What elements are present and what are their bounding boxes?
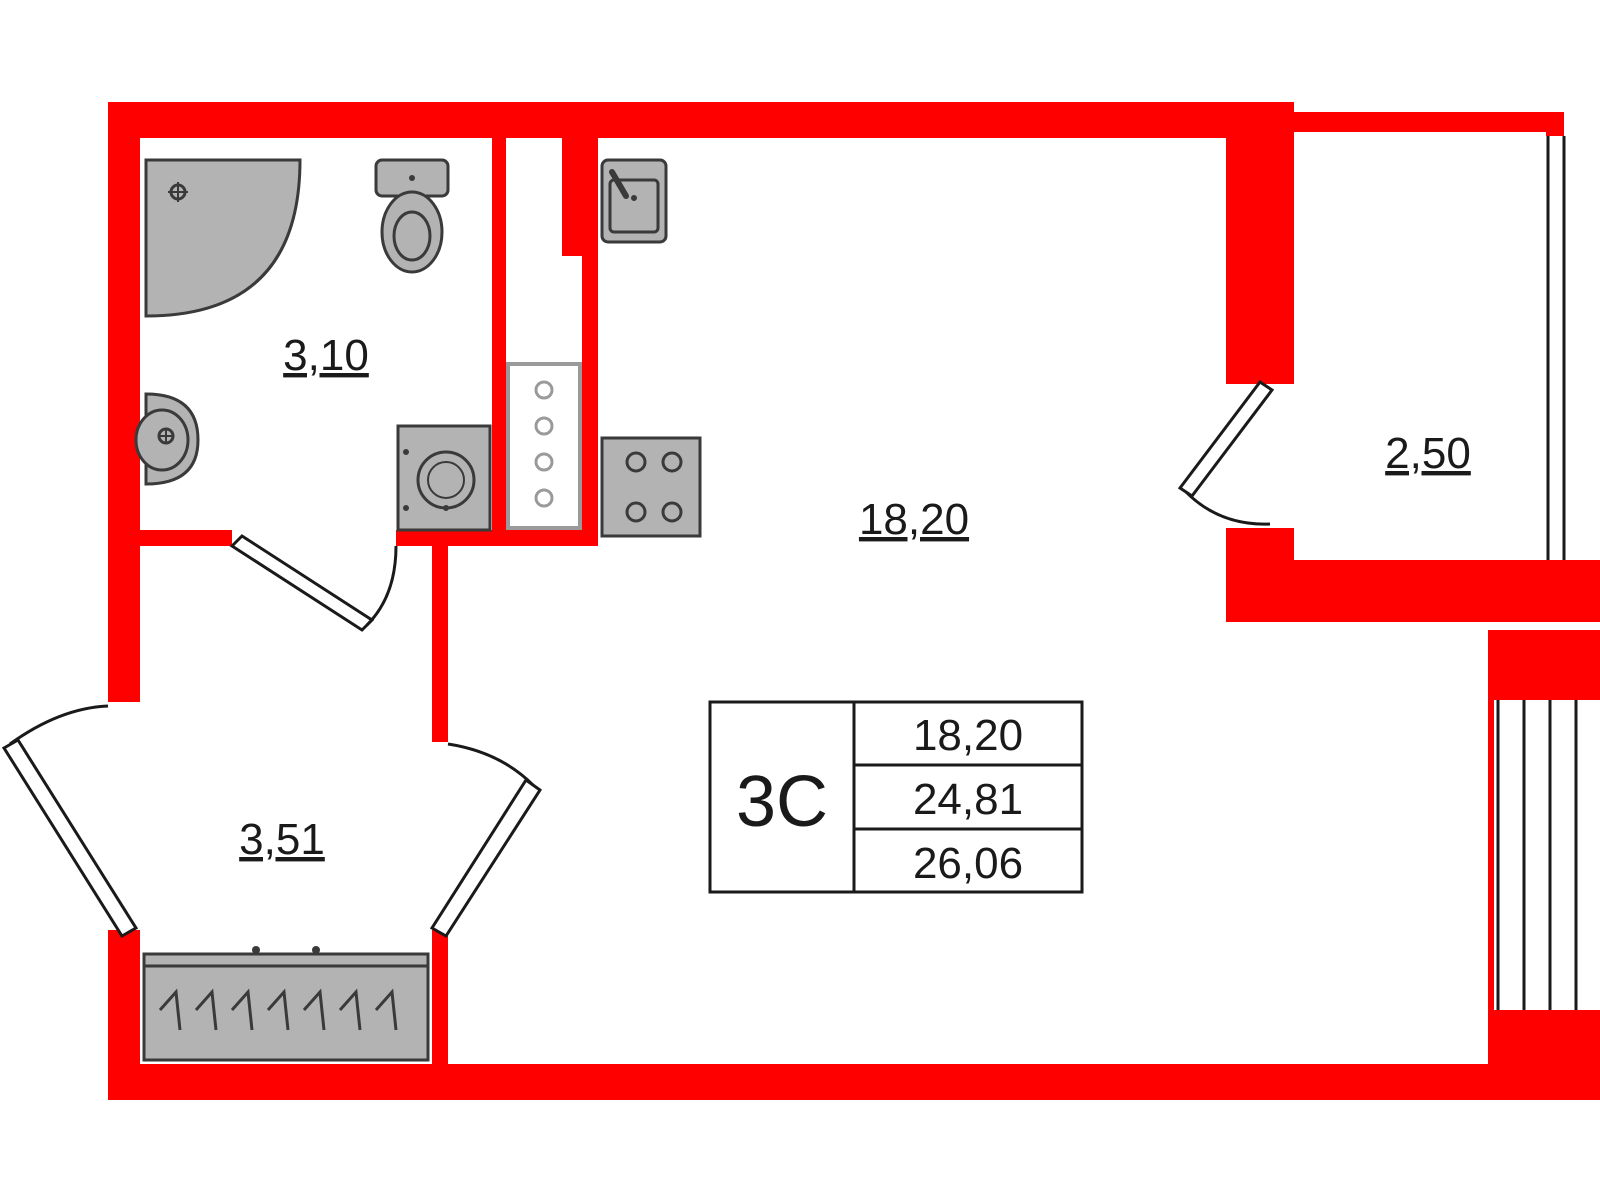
balcony-glazing bbox=[1496, 136, 1578, 1010]
walls bbox=[108, 102, 1600, 1100]
wall-niche-right bbox=[582, 256, 598, 546]
kitchen-sink-icon bbox=[600, 158, 668, 244]
area-summary-table: 3С 18,20 24,81 26,06 bbox=[708, 700, 1084, 894]
wall-balcony-bottom bbox=[1226, 560, 1600, 622]
entrance-door bbox=[1, 704, 543, 939]
wall-left-upper bbox=[108, 102, 140, 702]
wall-niche-top bbox=[562, 138, 598, 256]
total-area-value: 24,81 bbox=[913, 775, 1023, 824]
wall-bath-bottom-left bbox=[140, 530, 232, 546]
wall-top-balcony bbox=[1294, 112, 1564, 132]
total-area-with-balcony-value: 26,06 bbox=[913, 839, 1023, 888]
shower-icon bbox=[144, 158, 302, 318]
wall-pillar-upper bbox=[1226, 102, 1294, 384]
wall-bath-right bbox=[492, 138, 506, 536]
room-area-balcony: 2,50 bbox=[1385, 429, 1471, 478]
wall-hall-right-lower bbox=[432, 930, 448, 1080]
toilet-icon bbox=[374, 158, 450, 274]
wall-hall-right-upper bbox=[432, 546, 448, 742]
washing-machine-icon bbox=[396, 424, 492, 532]
living-area-value: 18,20 bbox=[913, 711, 1023, 760]
wardrobe-icon bbox=[142, 946, 430, 1062]
wall-top bbox=[108, 102, 1294, 138]
kitchen-niche-shelf bbox=[506, 362, 582, 530]
doors bbox=[1, 379, 1275, 939]
room-area-hall: 3,51 bbox=[239, 815, 325, 864]
apartment-code: 3С bbox=[736, 762, 828, 842]
wall-bath-bottom-right bbox=[396, 530, 598, 546]
wall-bottom bbox=[108, 1064, 1488, 1100]
wall-pillar-lower bbox=[1226, 528, 1294, 568]
wall-right-upper bbox=[1488, 630, 1600, 700]
wall-top-right-cap bbox=[1546, 112, 1564, 136]
balcony-door bbox=[1177, 379, 1275, 526]
washbasin-icon bbox=[134, 392, 200, 486]
wall-right-lower bbox=[1488, 1010, 1600, 1100]
bathroom-door bbox=[229, 534, 398, 632]
stove-icon bbox=[600, 436, 702, 538]
room-area-main: 18,20 bbox=[859, 495, 969, 544]
wall-right-edge bbox=[1488, 630, 1494, 1100]
room-area-bathroom: 3,10 bbox=[283, 331, 369, 380]
